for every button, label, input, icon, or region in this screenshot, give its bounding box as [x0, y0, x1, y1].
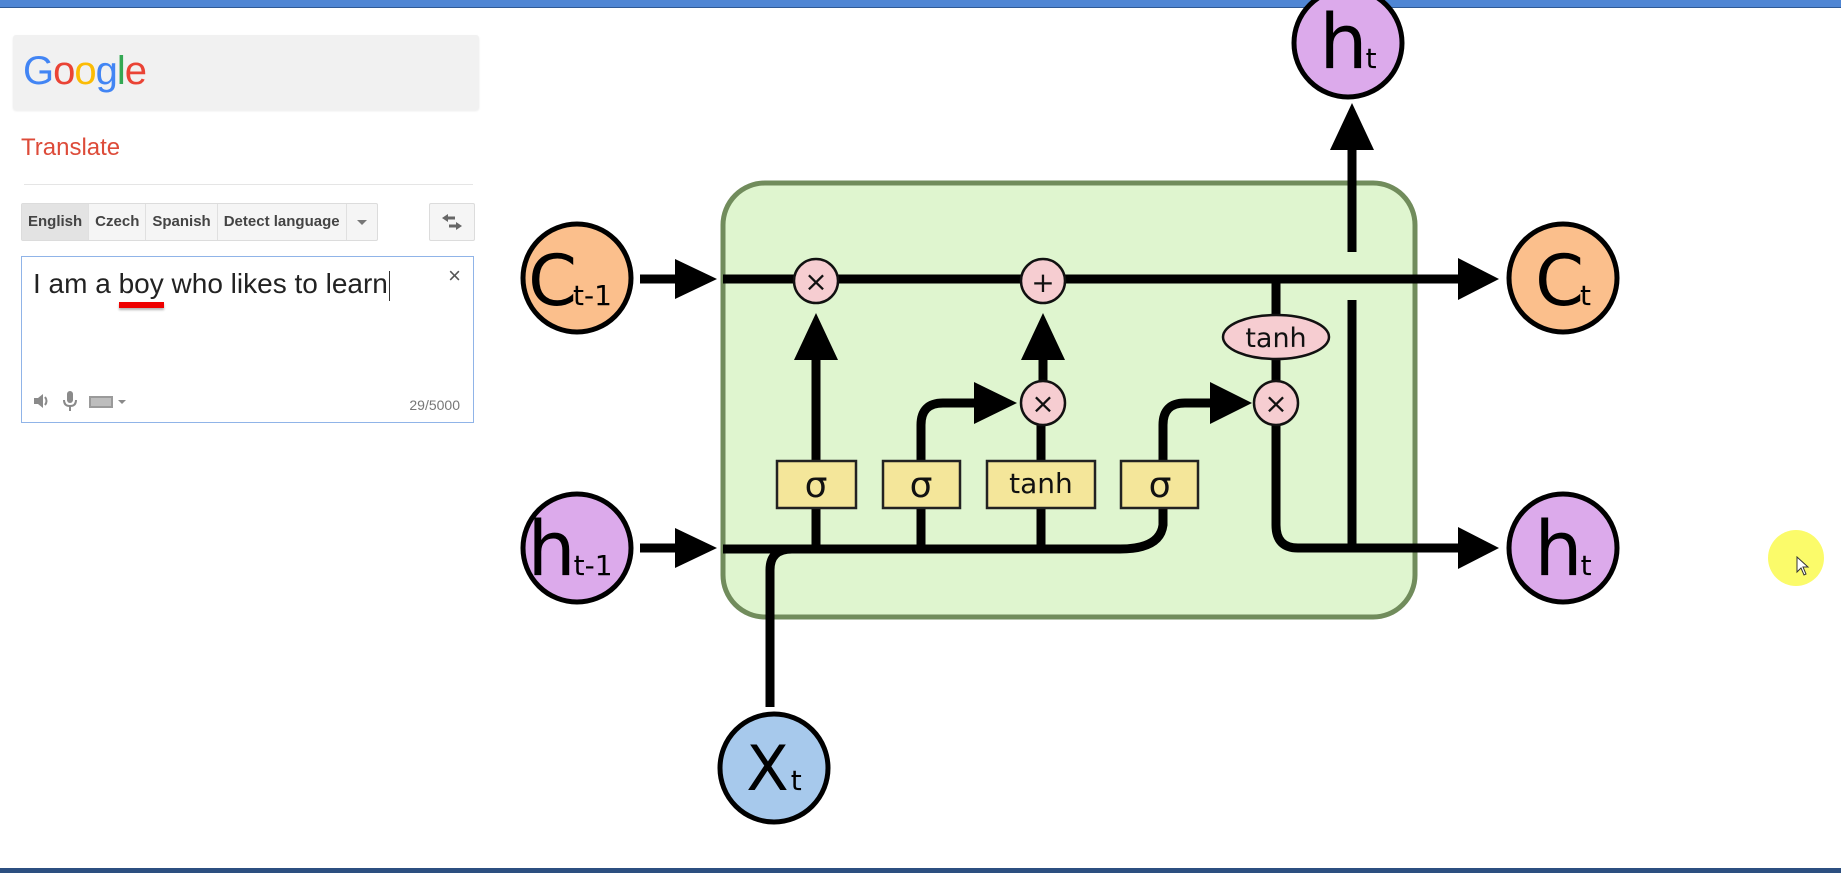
input-gate-box [881, 459, 962, 510]
xt-input-line [765, 544, 793, 707]
lang-tab-detect-language[interactable]: Detect language [218, 204, 347, 240]
cell-out-label: Ct [1535, 240, 1591, 322]
arrowhead-hidden-in [675, 528, 717, 568]
state-nodes: Ct-1 ht-1 Xt Ct ht ht [520, 0, 1620, 825]
output-gate-label: σ [1149, 465, 1172, 506]
input-text-after: who likes to learn [163, 268, 388, 299]
google-logo-letter: l [116, 49, 126, 93]
google-logo[interactable]: Google [23, 47, 147, 95]
arrowhead-hidden-out [1458, 527, 1499, 569]
google-logo-letter: o [74, 49, 96, 93]
source-text-input[interactable]: I am a boy who likes to learn [33, 265, 390, 308]
hidden-top-label: ht [1319, 0, 1376, 86]
output-gate-box [1119, 459, 1200, 510]
swap-languages-button[interactable] [429, 203, 475, 241]
input-tools [32, 390, 128, 412]
gate-layers: σ σ tanh σ [775, 459, 1200, 510]
input-x-label: Xt [746, 732, 801, 805]
character-count: 29/5000 [409, 397, 460, 413]
window-top-border [0, 0, 1841, 8]
pointwise-operations: × + × × tanh [792, 257, 1331, 427]
google-logo-letter: o [53, 49, 75, 93]
google-header: Google [13, 35, 479, 110]
cell-add-op [1019, 257, 1067, 305]
source-language-bar: English Czech Spanish Detect language [21, 203, 378, 241]
hidden-prev-label: ht-1 [527, 504, 612, 593]
output-gate-stem [1119, 508, 1168, 554]
cell-add-symbol: + [1031, 266, 1054, 299]
input-text-before: I am a [33, 268, 119, 299]
hidden-prev-node [520, 491, 634, 605]
input-gate-to-mult [916, 398, 980, 461]
connection-lines [640, 150, 1460, 707]
keyboard-icon[interactable] [88, 393, 128, 409]
candidate-gate-box [985, 459, 1097, 510]
spellcheck-underline [118, 302, 164, 308]
arrowhead-cell-out [1458, 258, 1499, 300]
misspelled-word-text: boy [118, 268, 164, 299]
lang-tab-english[interactable]: English [22, 204, 90, 240]
arrowhead-add [1021, 313, 1065, 360]
window-bottom-border [0, 868, 1841, 873]
cursor-highlight [1768, 530, 1824, 586]
clear-text-button[interactable]: × [448, 263, 461, 288]
input-multiply-op [1019, 379, 1067, 427]
forget-multiply-symbol: × [804, 265, 827, 298]
input-x-node [717, 711, 831, 825]
mouse-pointer-icon [1796, 556, 1810, 576]
google-logo-letter: G [23, 49, 54, 93]
chevron-down-icon [356, 219, 367, 225]
output-multiply-op [1252, 379, 1300, 427]
output-gate-to-mult [1158, 398, 1215, 461]
arrowhead-forget [794, 313, 838, 360]
forget-gate-box [775, 459, 858, 510]
speaker-icon[interactable] [32, 392, 52, 410]
misspelled-word[interactable]: boy [118, 268, 164, 308]
arrowheads [675, 103, 1499, 569]
divider [24, 184, 473, 185]
lang-tab-spanish[interactable]: Spanish [146, 204, 218, 240]
text-cursor [388, 270, 390, 301]
cell-prev-node [520, 221, 634, 335]
arrowhead-input-mult [974, 382, 1017, 424]
forget-gate-label: σ [805, 465, 828, 506]
more-languages-button[interactable] [347, 204, 377, 240]
hidden-top-node [1291, 0, 1405, 100]
hidden-out-label: ht [1534, 504, 1591, 593]
cell-tanh-label: tanh [1245, 323, 1306, 354]
microphone-icon[interactable] [62, 390, 78, 412]
cell-prev-label: Ct-1 [528, 240, 612, 322]
google-logo-letter: g [95, 49, 118, 93]
mult-to-hidden-out [1271, 425, 1460, 553]
input-gate-label: σ [910, 465, 933, 506]
google-logo-letter: e [124, 49, 147, 93]
arrowhead-cell-in [675, 259, 717, 299]
arrowhead-hidden-top [1330, 103, 1374, 150]
hidden-out-node [1506, 491, 1620, 605]
arrowhead-output-mult [1210, 382, 1252, 424]
candidate-gate-label: tanh [1009, 467, 1073, 500]
translate-title[interactable]: Translate [21, 134, 121, 161]
cell-tanh-op [1221, 313, 1331, 361]
cell-out-node [1506, 221, 1620, 335]
input-multiply-symbol: × [1031, 387, 1054, 420]
output-multiply-symbol: × [1264, 387, 1287, 420]
forget-multiply-op [792, 257, 840, 305]
swap-arrows-icon [442, 214, 462, 230]
lang-tab-czech[interactable]: Czech [89, 204, 147, 240]
source-text-area[interactable]: I am a boy who likes to learn × 29/5000 [21, 256, 474, 423]
